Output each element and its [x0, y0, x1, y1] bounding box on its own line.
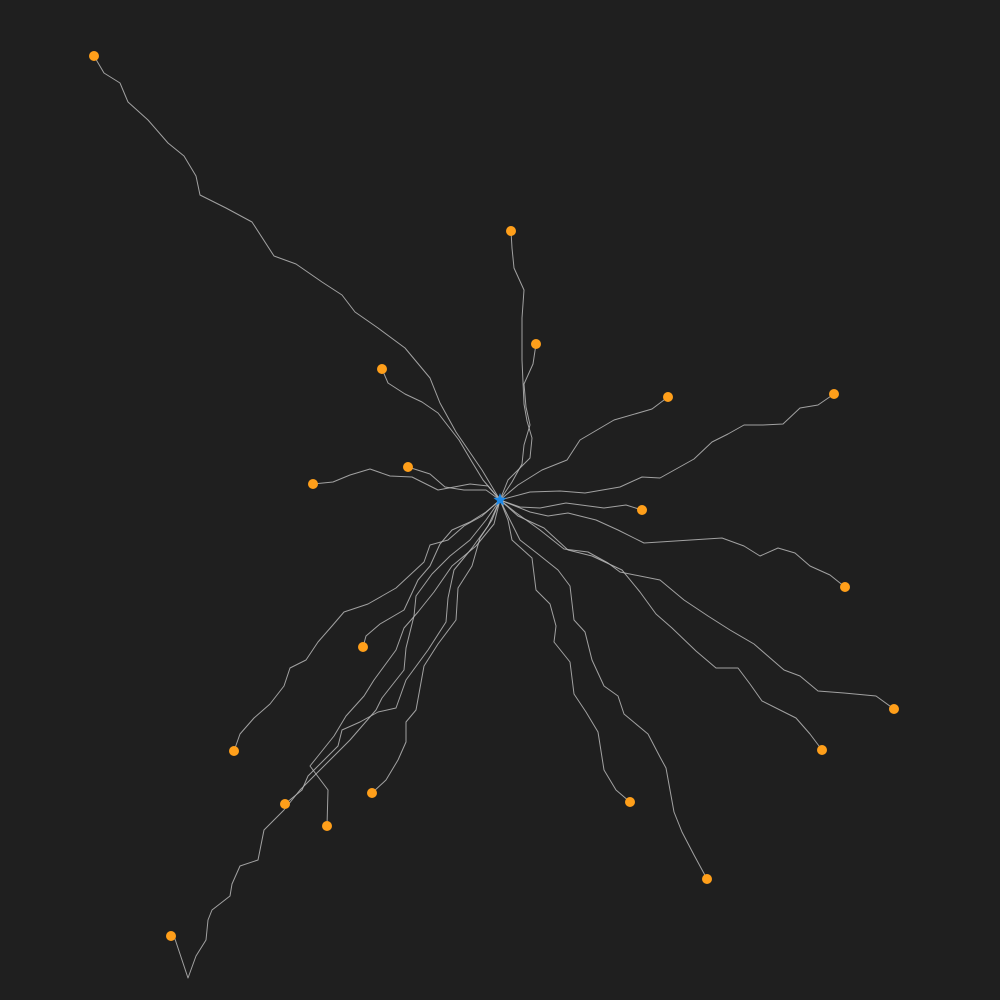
walk-path-13	[499, 499, 708, 880]
endpoint-6-circle-dot-icon	[531, 339, 541, 349]
walk-path-11	[499, 499, 895, 710]
walk-path-9	[499, 499, 643, 511]
walk-path-10	[499, 499, 846, 588]
endpoint-3-circle-dot-icon	[377, 364, 387, 374]
center-node	[493, 493, 507, 506]
walk-path-2	[407, 466, 501, 501]
walk-path-20	[170, 499, 501, 979]
walk-path-8	[499, 393, 835, 501]
endpoint-1-circle-dot-icon	[308, 479, 318, 489]
walk-path-15	[371, 499, 501, 794]
endpoint-17-circle-dot-icon	[322, 821, 332, 831]
endpoint-16-circle-dot-icon	[280, 799, 290, 809]
endpoint-14-circle-dot-icon	[625, 797, 635, 807]
endpoint-19-circle-dot-icon	[229, 746, 239, 756]
walk-path-6	[499, 343, 537, 501]
endpoint-9-circle-dot-icon	[637, 505, 647, 515]
endpoint-7-circle-dot-icon	[663, 392, 673, 402]
endpoint-4-circle-dot-icon	[89, 51, 99, 61]
walk-path-1	[312, 468, 501, 501]
endpoint-13-circle-dot-icon	[702, 874, 712, 884]
endpoint-11-circle-dot-icon	[889, 704, 899, 714]
walk-path-19	[233, 499, 501, 752]
walk-path-17	[309, 499, 501, 827]
walk-path-12	[499, 499, 823, 751]
paths-layer	[93, 55, 895, 979]
endpoint-20-circle-dot-icon	[166, 931, 176, 941]
star-icon	[493, 493, 507, 506]
walk-path-16	[284, 499, 501, 805]
walk-path-3	[381, 368, 501, 501]
endpoints-layer	[89, 51, 899, 941]
walk-path-18	[362, 499, 501, 648]
endpoint-5-circle-dot-icon	[506, 226, 516, 236]
endpoint-18-circle-dot-icon	[358, 642, 368, 652]
endpoint-15-circle-dot-icon	[367, 788, 377, 798]
endpoint-10-circle-dot-icon	[840, 582, 850, 592]
walk-path-14	[499, 499, 631, 803]
endpoint-2-circle-dot-icon	[403, 462, 413, 472]
endpoint-12-circle-dot-icon	[817, 745, 827, 755]
walk-path-5	[499, 230, 533, 501]
walk-path-4	[93, 55, 501, 501]
walk-path-7	[499, 396, 669, 501]
endpoint-8-circle-dot-icon	[829, 389, 839, 399]
